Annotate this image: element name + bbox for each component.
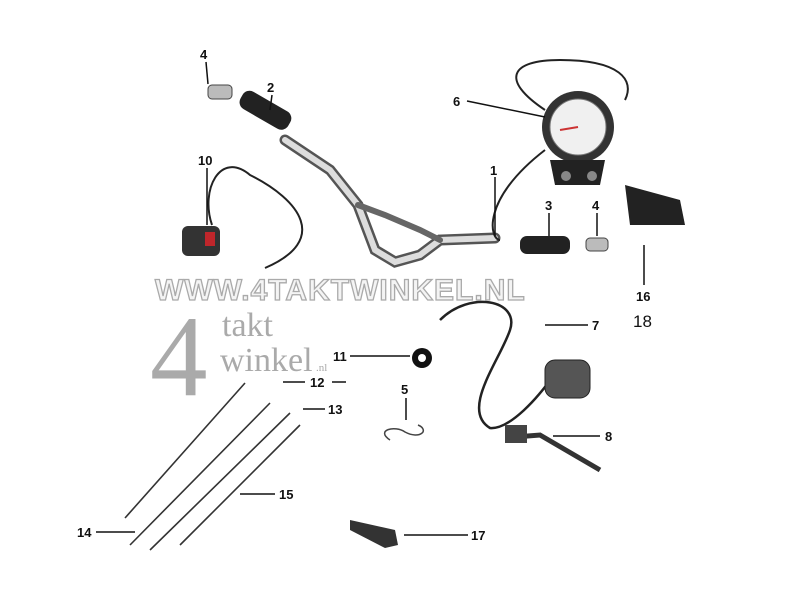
left-switch [182, 166, 304, 269]
watermark-url: WWW.4TAKTWINKEL.NL [155, 274, 526, 307]
label-part-6: 6 [453, 94, 460, 109]
label-part-5: 5 [401, 382, 408, 397]
label-part-2: 2 [267, 80, 274, 95]
label-part-18: 18 [633, 312, 652, 331]
label-part-16: 16 [636, 289, 650, 304]
label-part-14: 14 [77, 525, 92, 540]
label-part-17: 17 [471, 528, 485, 543]
speedometer [491, 58, 629, 241]
handlebar [279, 134, 501, 268]
bar-end-left [207, 84, 233, 100]
label-part-3: 3 [545, 198, 552, 213]
leader-lines [96, 61, 645, 536]
label-part-4b: 4 [592, 198, 600, 213]
spring-clip [383, 424, 424, 441]
label-part-12: 12 [310, 375, 324, 390]
bracket [625, 185, 685, 225]
watermark-logo-word2: winkel [220, 342, 313, 379]
watermark-logo-word1: takt [222, 307, 274, 344]
label-part-7: 7 [592, 318, 599, 333]
brake-lever [505, 425, 602, 473]
right-switch [439, 300, 591, 430]
label-part-11: 11 [333, 349, 347, 364]
bar-end-right [585, 237, 609, 252]
watermark-logo-number: 4 [150, 293, 208, 420]
left-grip [239, 90, 292, 130]
label-part-15: 15 [279, 487, 293, 502]
cables [124, 382, 301, 551]
right-grip [520, 236, 570, 254]
label-part-1: 1 [490, 163, 497, 178]
label-part-10: 10 [198, 153, 212, 168]
watermark-logo-suffix: .nl [316, 362, 327, 374]
label-part-13: 13 [328, 402, 342, 417]
label-part-8: 8 [605, 429, 612, 444]
rubber-cover [350, 520, 398, 548]
label-part-4: 4 [200, 47, 208, 62]
